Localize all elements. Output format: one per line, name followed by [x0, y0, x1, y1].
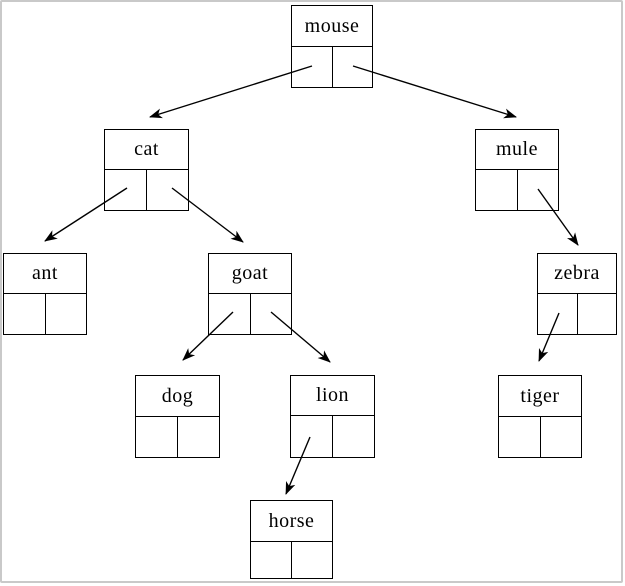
node-ant: ant: [3, 253, 87, 335]
right-pointer-cell: [333, 47, 373, 87]
right-pointer-cell: [578, 294, 617, 334]
left-pointer-cell: [251, 542, 292, 578]
left-pointer-cell: [209, 294, 251, 334]
left-pointer-cell: [499, 417, 541, 457]
node-tiger: tiger: [498, 375, 582, 458]
left-pointer-cell: [291, 416, 333, 457]
node-ant-pointers: [4, 294, 86, 334]
right-pointer-cell: [178, 417, 219, 457]
node-dog-label: dog: [136, 376, 219, 417]
node-tiger-label: tiger: [499, 376, 581, 417]
node-mouse: mouse: [291, 5, 373, 88]
node-ant-label: ant: [4, 254, 86, 294]
right-pointer-cell: [292, 542, 332, 578]
node-mule-label: mule: [476, 130, 558, 170]
node-horse-label: horse: [251, 501, 332, 542]
node-goat-pointers: [209, 294, 291, 334]
node-tiger-pointers: [499, 417, 581, 457]
node-zebra-label: zebra: [538, 254, 616, 294]
node-cat: cat: [104, 129, 189, 211]
node-lion-label: lion: [291, 376, 374, 416]
left-pointer-cell: [538, 294, 578, 334]
node-cat-label: cat: [105, 130, 188, 170]
left-pointer-cell: [105, 170, 147, 210]
right-pointer-cell: [541, 417, 582, 457]
node-cat-pointers: [105, 170, 188, 210]
node-goat: goat: [208, 253, 292, 335]
left-pointer-cell: [4, 294, 46, 334]
node-goat-label: goat: [209, 254, 291, 294]
node-lion-pointers: [291, 416, 374, 457]
left-pointer-cell: [476, 170, 518, 210]
node-mouse-pointers: [292, 47, 372, 87]
right-pointer-cell: [46, 294, 87, 334]
node-mule-pointers: [476, 170, 558, 210]
right-pointer-cell: [251, 294, 292, 334]
right-pointer-cell: [147, 170, 188, 210]
node-mule: mule: [475, 129, 559, 211]
node-dog-pointers: [136, 417, 219, 457]
left-pointer-cell: [136, 417, 178, 457]
right-pointer-cell: [333, 416, 374, 457]
node-horse-pointers: [251, 542, 332, 578]
node-dog: dog: [135, 375, 220, 458]
node-zebra-pointers: [538, 294, 616, 334]
node-horse: horse: [250, 500, 333, 579]
node-lion: lion: [290, 375, 375, 458]
left-pointer-cell: [292, 47, 333, 87]
right-pointer-cell: [518, 170, 559, 210]
node-zebra: zebra: [537, 253, 617, 335]
node-mouse-label: mouse: [292, 6, 372, 47]
